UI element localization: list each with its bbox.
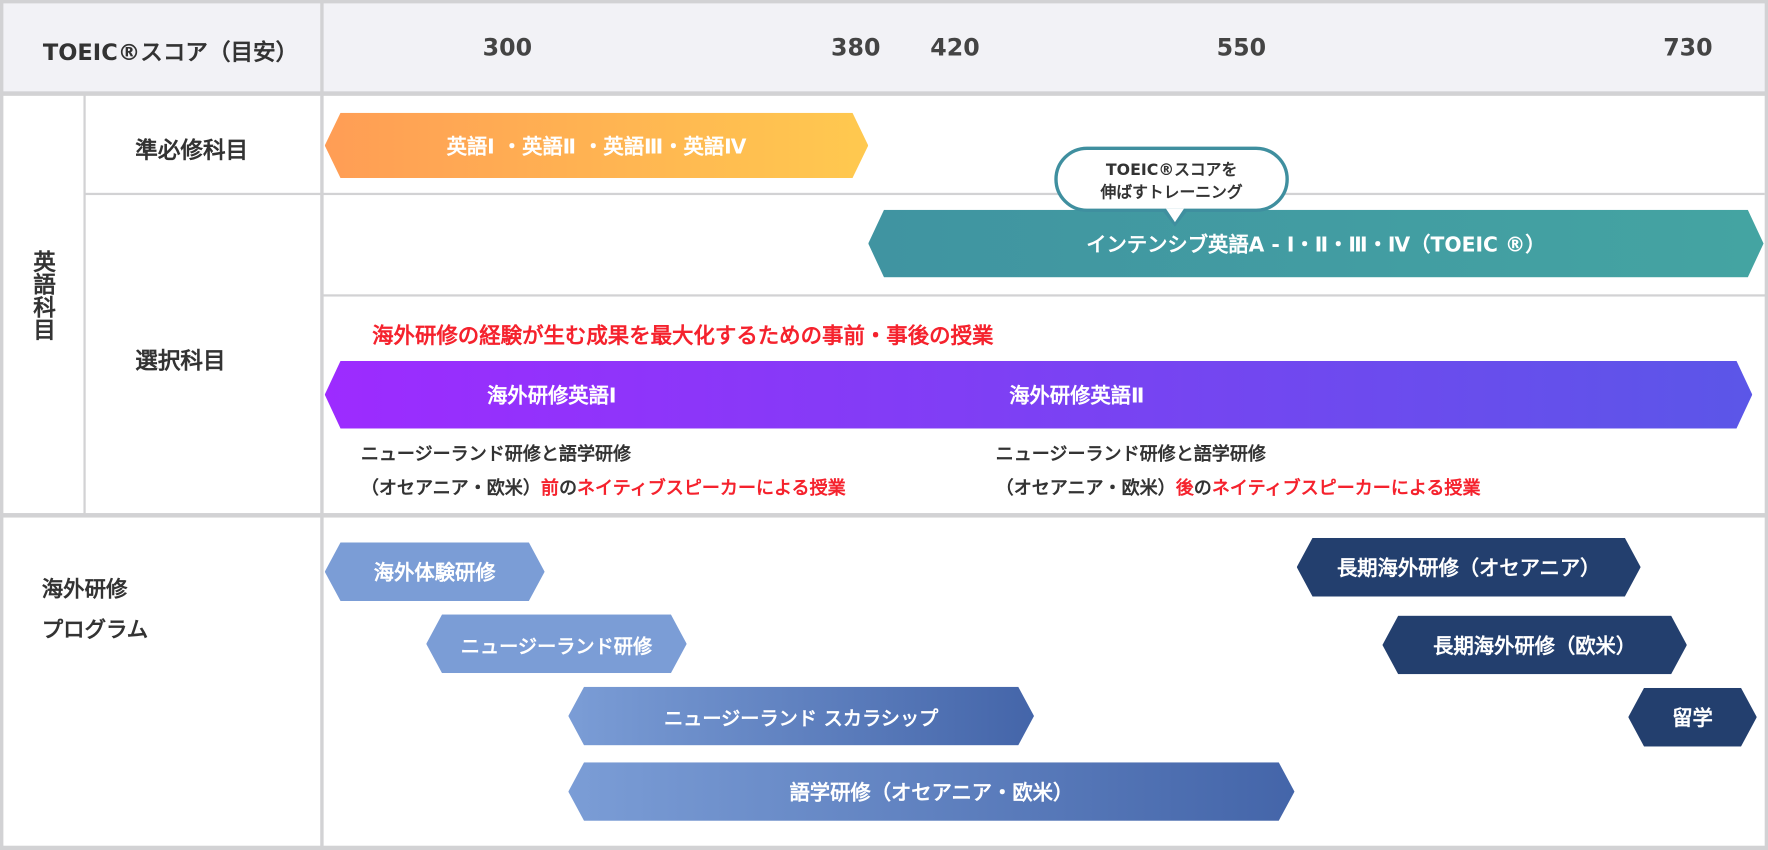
desc-text: 後	[1175, 476, 1194, 499]
bar-overseas-english: 海外研修英語Ⅰ 海外研修英語Ⅱ	[325, 361, 1753, 429]
bar-study-abroad: 留学	[1628, 688, 1757, 747]
desc-text: の	[1193, 476, 1212, 499]
score-550: 550	[1216, 33, 1267, 61]
programs-label-line2: プログラム	[41, 617, 149, 643]
overseas-english-1: 海外研修英語Ⅰ	[487, 384, 617, 409]
overseas-english-2: 海外研修英語Ⅱ	[1009, 384, 1145, 409]
score-730: 730	[1663, 33, 1713, 61]
score-380: 380	[831, 33, 881, 61]
bar-overseas-experience: 海外体験研修	[325, 542, 545, 601]
english-section-label: 英語科目	[29, 250, 57, 341]
score-header-label: TOEIC®スコア（目安）	[42, 38, 299, 66]
required-label: 準必修科目	[135, 136, 249, 164]
desc-before: ニュージーランド研修と語学研修 （オセアニア・欧米）前のネイティブスピーカーによ…	[361, 438, 846, 506]
desc-text: ネイティブスピーカーによる授業	[577, 476, 846, 499]
bubble-tail	[1165, 208, 1184, 223]
bar-nz-scholarship: ニュージーランド スカラシップ	[568, 687, 1034, 746]
bar-english-1-4: 英語Ⅰ ・英語Ⅱ ・英語Ⅲ・英語Ⅳ	[325, 113, 869, 178]
desc-text: 前	[540, 476, 559, 499]
desc-after: ニュージーランド研修と語学研修 （オセアニア・欧米）後のネイティブスピーカーによ…	[996, 438, 1481, 506]
bubble-line-2: 伸ばすトレーニング	[1100, 183, 1243, 202]
desc-text: （オセアニア・欧米）	[995, 476, 1176, 499]
desc-before-line1: ニュージーランド研修と語学研修	[360, 443, 632, 465]
desc-before-line2: （オセアニア・欧米）前のネイティブスピーカーによる授業	[361, 471, 846, 505]
bar-long-europe-us: 長期海外研修（欧米）	[1382, 616, 1686, 675]
bubble-line-1: TOEIC®スコアを	[1105, 161, 1238, 180]
desc-after-line2: （オセアニア・欧米）後のネイティブスピーカーによる授業	[996, 471, 1481, 505]
bar-nz-training: ニュージーランド研修	[426, 615, 686, 674]
programs-label: 海外研修 プログラム	[42, 569, 148, 650]
training-bubble: TOEIC®スコアを 伸ばすトレーニング	[1054, 146, 1289, 212]
bar-language-training: 語学研修（オセアニア・欧米）	[568, 762, 1294, 821]
desc-text: （オセアニア・欧米）	[360, 476, 541, 499]
elective-label: 選択科目	[135, 347, 226, 375]
score-300: 300	[482, 33, 533, 61]
bar-long-oceania: 長期海外研修（オセアニア）	[1297, 538, 1641, 597]
bar-intensive-english: インテンシブ英語A - Ⅰ・Ⅱ・Ⅲ・Ⅳ（TOEIC ®）	[868, 210, 1763, 278]
desc-text: の	[558, 476, 578, 499]
header-row	[0, 0, 1768, 93]
score-420: 420	[930, 33, 980, 61]
desc-text: ネイティブスピーカーによる授業	[1211, 476, 1481, 499]
desc-after-line1: ニュージーランド研修と語学研修	[995, 443, 1266, 465]
overseas-note: 海外研修の経験が生む成果を最大化するための事前・事後の授業	[372, 323, 994, 349]
programs-label-line1: 海外研修	[41, 577, 128, 603]
